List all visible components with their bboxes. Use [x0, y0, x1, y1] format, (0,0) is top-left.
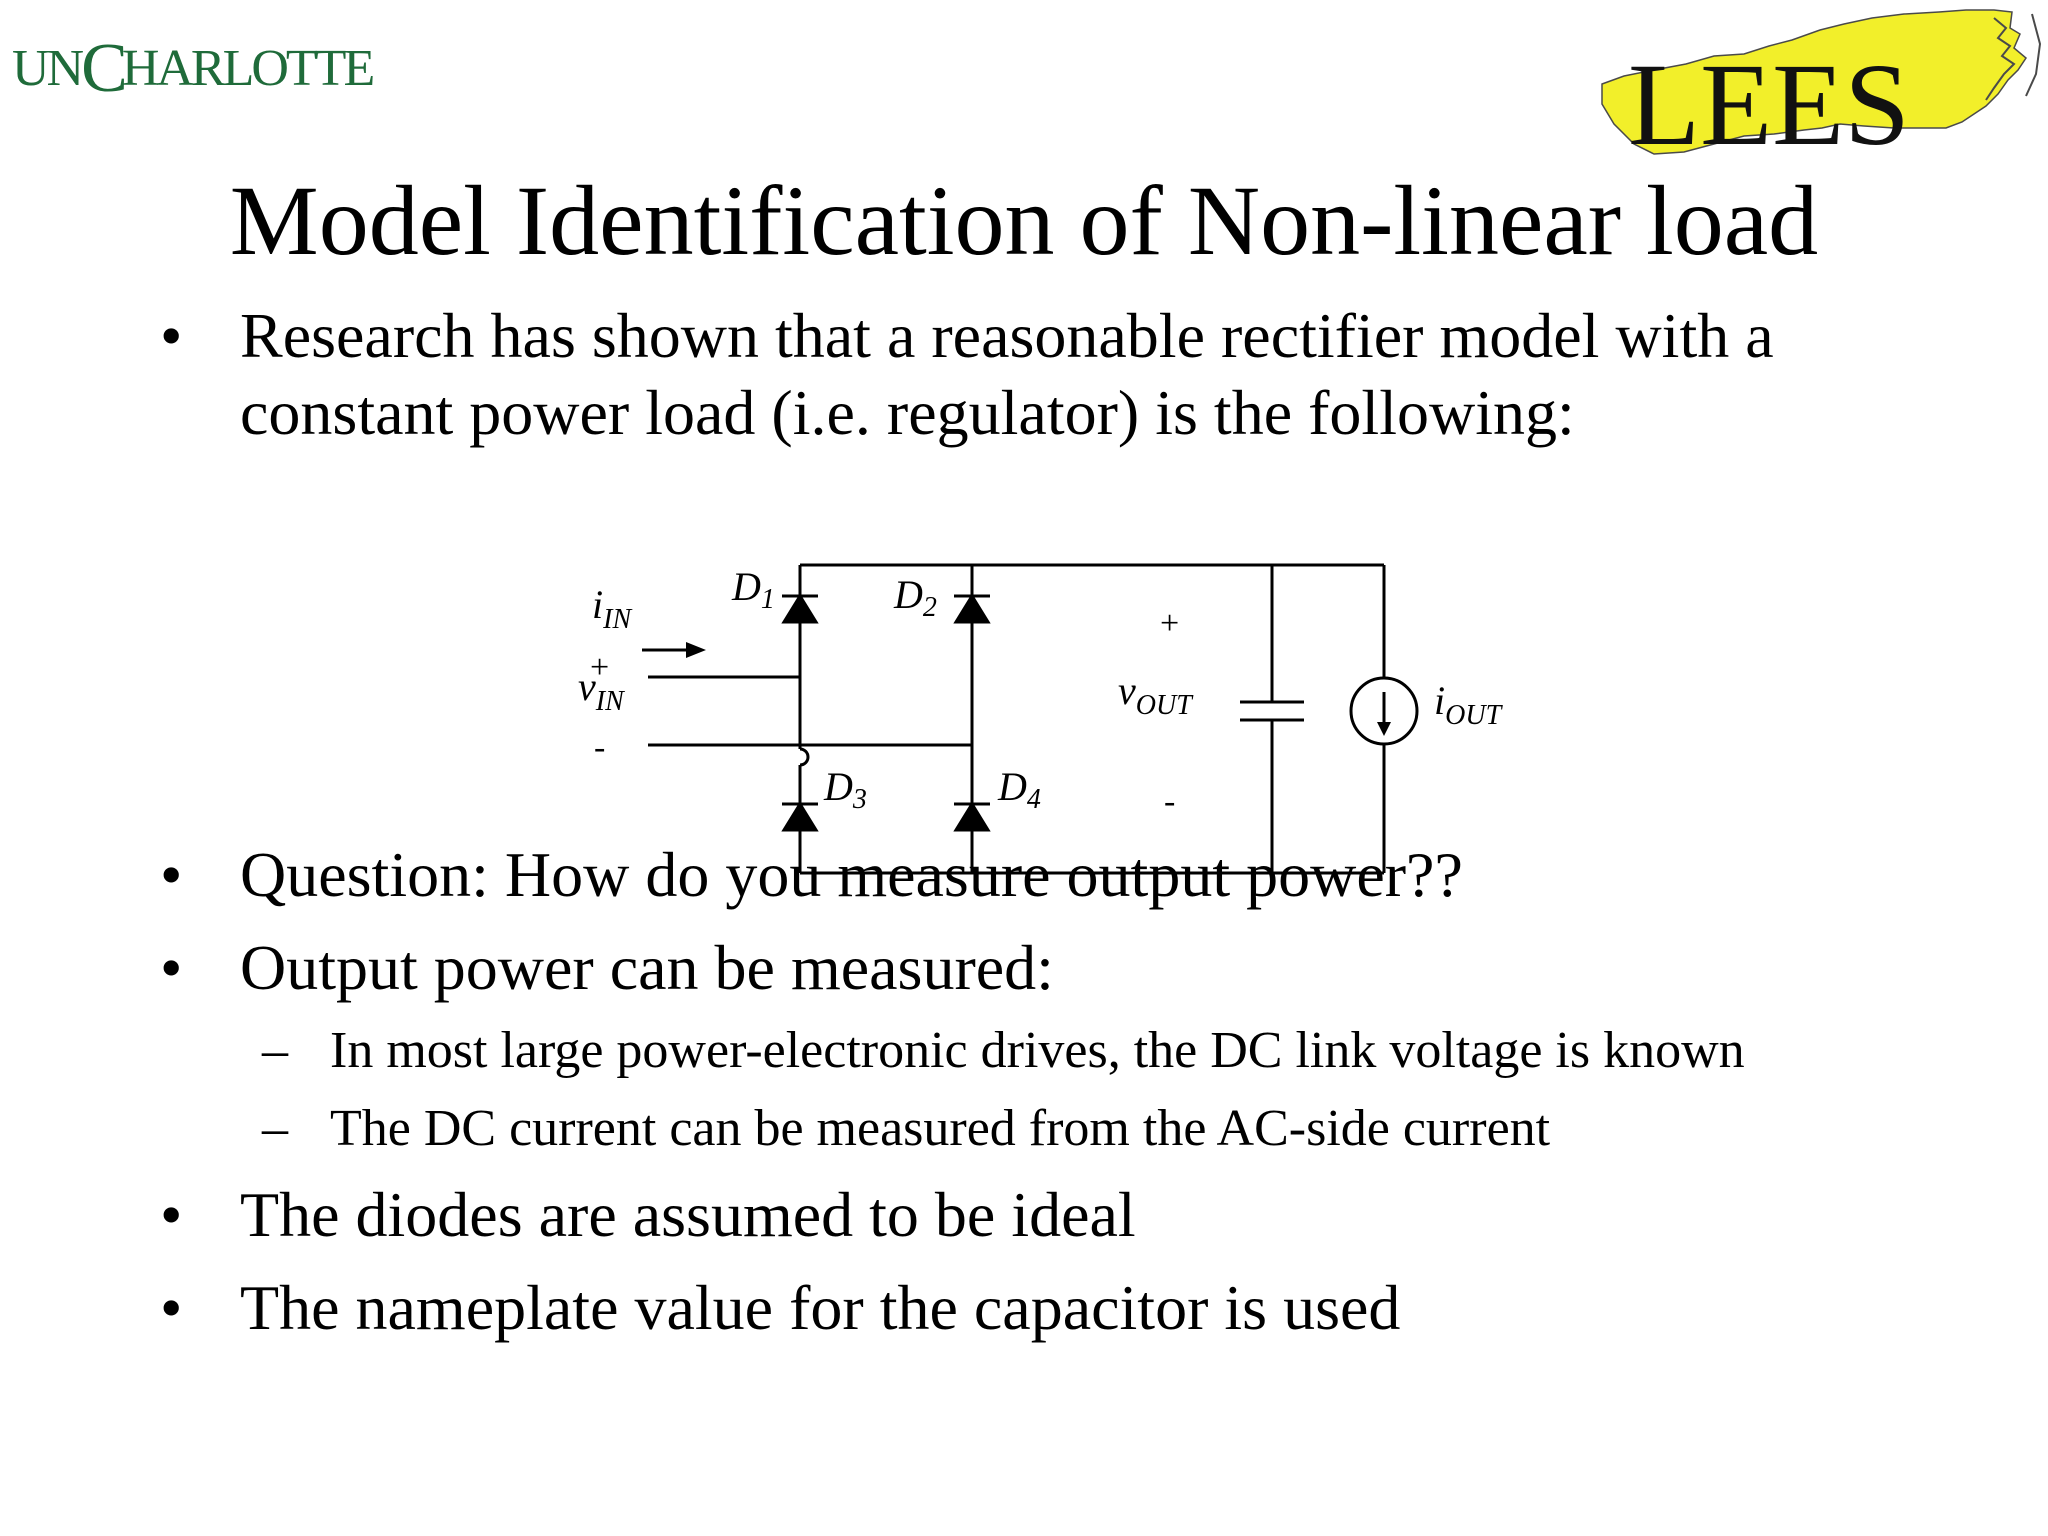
label-d1: D1	[731, 564, 775, 615]
bullet-symbol: •	[160, 932, 183, 1003]
nc-state-shape	[1601, 9, 2027, 155]
diode-d4	[953, 801, 991, 832]
diode-d1	[781, 593, 819, 624]
v-in-minus: -	[594, 729, 605, 766]
label-v-in: vIN	[578, 664, 625, 717]
rectifier-circuit-diagram: D1 D2 D3 D4 iIN vIN vOUT iOUT + - + -	[560, 540, 1520, 890]
sub-bullet-symbol: –	[262, 1100, 288, 1157]
circuit-labels: D1 D2 D3 D4 iIN vIN vOUT iOUT	[578, 564, 1504, 815]
circuit-polarity: + - + -	[590, 605, 1179, 820]
bullet-text: Output power can be measured:	[240, 932, 1054, 1003]
label-d3: D3	[823, 764, 867, 815]
diode-d3	[781, 801, 819, 832]
bullet-text: Research has shown that a reasonable rec…	[240, 300, 1774, 371]
slide-title: Model Identification of Non-linear load	[229, 165, 1819, 276]
input-current-arrow	[686, 642, 706, 658]
coastline-detail	[1985, 17, 2016, 101]
bullet-symbol: •	[160, 839, 183, 910]
bullet-text: The diodes are assumed to be ideal	[240, 1179, 1136, 1250]
bullet-text: The nameplate value for the capacitor is…	[240, 1272, 1401, 1343]
bullet-text: Question: How do you measure output powe…	[240, 839, 1463, 910]
label-i-in: iIN	[592, 582, 632, 635]
v-in-plus: +	[590, 649, 609, 686]
circuit-wires	[642, 563, 1419, 875]
sub-bullet-text: The DC current can be measured from the …	[330, 1100, 1551, 1157]
nc-map-graphic: LEES	[1601, 9, 2042, 156]
label-d2: D2	[893, 572, 937, 623]
bullet-text: constant power load (i.e. regulator) is …	[240, 377, 1575, 448]
label-i-out: iOUT	[1434, 678, 1504, 731]
circuit-svg: D1 D2 D3 D4 iIN vIN vOUT iOUT + - + -	[578, 563, 1504, 875]
diode-d2	[953, 593, 991, 624]
unc-charlotte-logo: UNCHARLOTTE	[12, 34, 375, 104]
logo-text-part: C	[81, 30, 128, 107]
v-out-minus: -	[1164, 783, 1175, 820]
lees-logo: LEES	[1594, 4, 2048, 156]
sub-bullet-text: In most large power-electronic drives, t…	[330, 1022, 1745, 1079]
lees-logo-text: LEES	[1628, 39, 1910, 156]
current-source-arrow-head	[1377, 722, 1391, 736]
label-v-out: vOUT	[1118, 668, 1194, 721]
bullet-symbol: •	[160, 1272, 183, 1343]
bullet-symbol: •	[160, 300, 183, 371]
label-d4: D4	[997, 764, 1041, 815]
outer-banks-line	[2025, 13, 2042, 97]
logo-text-part: UN	[12, 40, 84, 97]
bullet-symbol: •	[160, 1179, 183, 1250]
circuit-symbols	[686, 593, 1391, 832]
logo-text-part: HARLOTTE	[121, 40, 375, 97]
v-out-plus: +	[1160, 605, 1179, 642]
sub-bullet-symbol: –	[262, 1022, 288, 1079]
